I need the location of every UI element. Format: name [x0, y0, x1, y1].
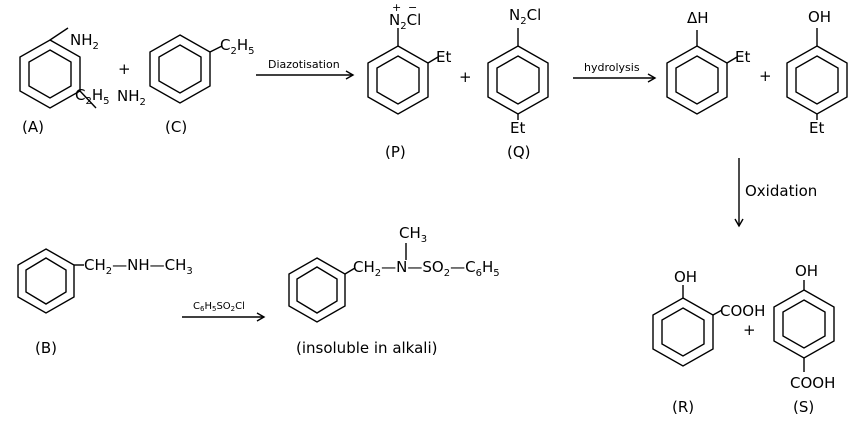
benzene-ring-a: [19, 39, 81, 109]
bond-p-et: [427, 56, 439, 64]
r-cooh: COOH: [720, 302, 765, 320]
benzene-inner-q: [496, 55, 540, 105]
bond-h1-et: [726, 56, 738, 64]
h1-ethyl: Et: [735, 48, 750, 66]
bond-a-nh2: [49, 27, 69, 41]
label-p: (P): [385, 143, 406, 161]
sulfonamide-product: CH3 CH2—N—SO2—C6H5 (insoluble in alkali): [288, 224, 500, 357]
benzene-inner-a: [28, 49, 72, 99]
arrow-sulfonyl: C6H5SO2Cl: [182, 301, 266, 322]
benzene-inner-s: [782, 299, 826, 349]
benzene-inner-h1: [675, 55, 719, 105]
plus-sign-4: +: [743, 321, 756, 339]
arrow-oxidation: Oxidation: [734, 158, 817, 228]
arrow-label-diazotisation: Diazotisation: [268, 58, 340, 71]
arrow-head-3: [734, 218, 744, 228]
plus-sign-1: +: [118, 60, 131, 78]
h2-oh: OH: [808, 8, 831, 26]
label-c: (C): [165, 118, 187, 136]
label-r: (R): [672, 398, 694, 416]
arrow-diazotisation: Diazotisation: [256, 58, 355, 80]
plus-sign-3: +: [759, 67, 772, 85]
p-minus-charge: −: [408, 1, 417, 14]
arrow-hydrolysis: hydrolysis: [573, 61, 657, 83]
insoluble-note: (insoluble in alkali): [296, 339, 437, 357]
label-q: (Q): [507, 143, 531, 161]
compound-b: CH2—NH—CH3 (B): [17, 248, 193, 357]
benzene-inner-sulfonamide: [296, 266, 338, 314]
hydrolysis-product-1: ΔH Et: [666, 9, 750, 115]
b-chain: CH2—NH—CH3: [84, 256, 193, 277]
compound-q: N2Cl Et (Q): [487, 6, 549, 161]
bond-c-ethyl: [209, 45, 223, 53]
compound-c: C2H5 NH2 (C): [117, 34, 255, 136]
arrow-label-hydrolysis: hydrolysis: [584, 61, 640, 74]
arrow-head-2: [647, 73, 657, 83]
p-ethyl: Et: [436, 48, 451, 66]
s-oh: OH: [795, 262, 818, 280]
r-oh: OH: [674, 268, 697, 286]
q-diazonium: N2Cl: [509, 6, 541, 27]
bond-r-cooh: [712, 309, 723, 316]
hydrolysis-product-2: OH Et: [786, 8, 848, 137]
benzene-inner-h2: [795, 55, 839, 105]
label-b: (B): [35, 339, 57, 357]
benzene-inner-r: [661, 307, 705, 357]
plus-sign-2: +: [459, 68, 472, 86]
h2-ethyl: Et: [809, 119, 824, 137]
prod-chain: CH2—N—SO2—C6H5: [353, 258, 500, 279]
label-a: (A): [22, 118, 44, 136]
benzene-inner-c: [158, 44, 202, 94]
benzene-inner-p: [376, 55, 420, 105]
c-ethyl: C2H5: [220, 36, 255, 57]
q-ethyl: Et: [510, 119, 525, 137]
arrow-head-1: [345, 70, 355, 80]
compound-p: + − N2Cl Et (P): [367, 1, 451, 161]
a-nh2: NH2: [70, 31, 99, 52]
h1-group: ΔH: [687, 9, 709, 27]
compound-s: OH COOH (S): [773, 262, 835, 416]
arrow-label-sulfonyl: C6H5SO2Cl: [193, 301, 245, 313]
arrow-label-oxidation: Oxidation: [745, 182, 817, 200]
s-cooh: COOH: [790, 374, 835, 392]
bond-a-ethyl: [79, 90, 97, 109]
a-ethyl: C2H5: [75, 86, 110, 107]
p-diazonium: N2Cl: [389, 11, 421, 32]
compound-r: OH COOH (R): [652, 268, 765, 416]
prod-ch3: CH3: [399, 224, 427, 245]
label-s: (S): [793, 398, 814, 416]
benzene-inner-b: [25, 257, 67, 305]
bond-prod-ch2: [344, 267, 356, 275]
arrow-head-4: [256, 312, 266, 322]
compound-a: NH2 C2H5 (A): [19, 27, 110, 136]
p-plus-charge: +: [392, 1, 401, 14]
c-nh2: NH2: [117, 87, 146, 108]
